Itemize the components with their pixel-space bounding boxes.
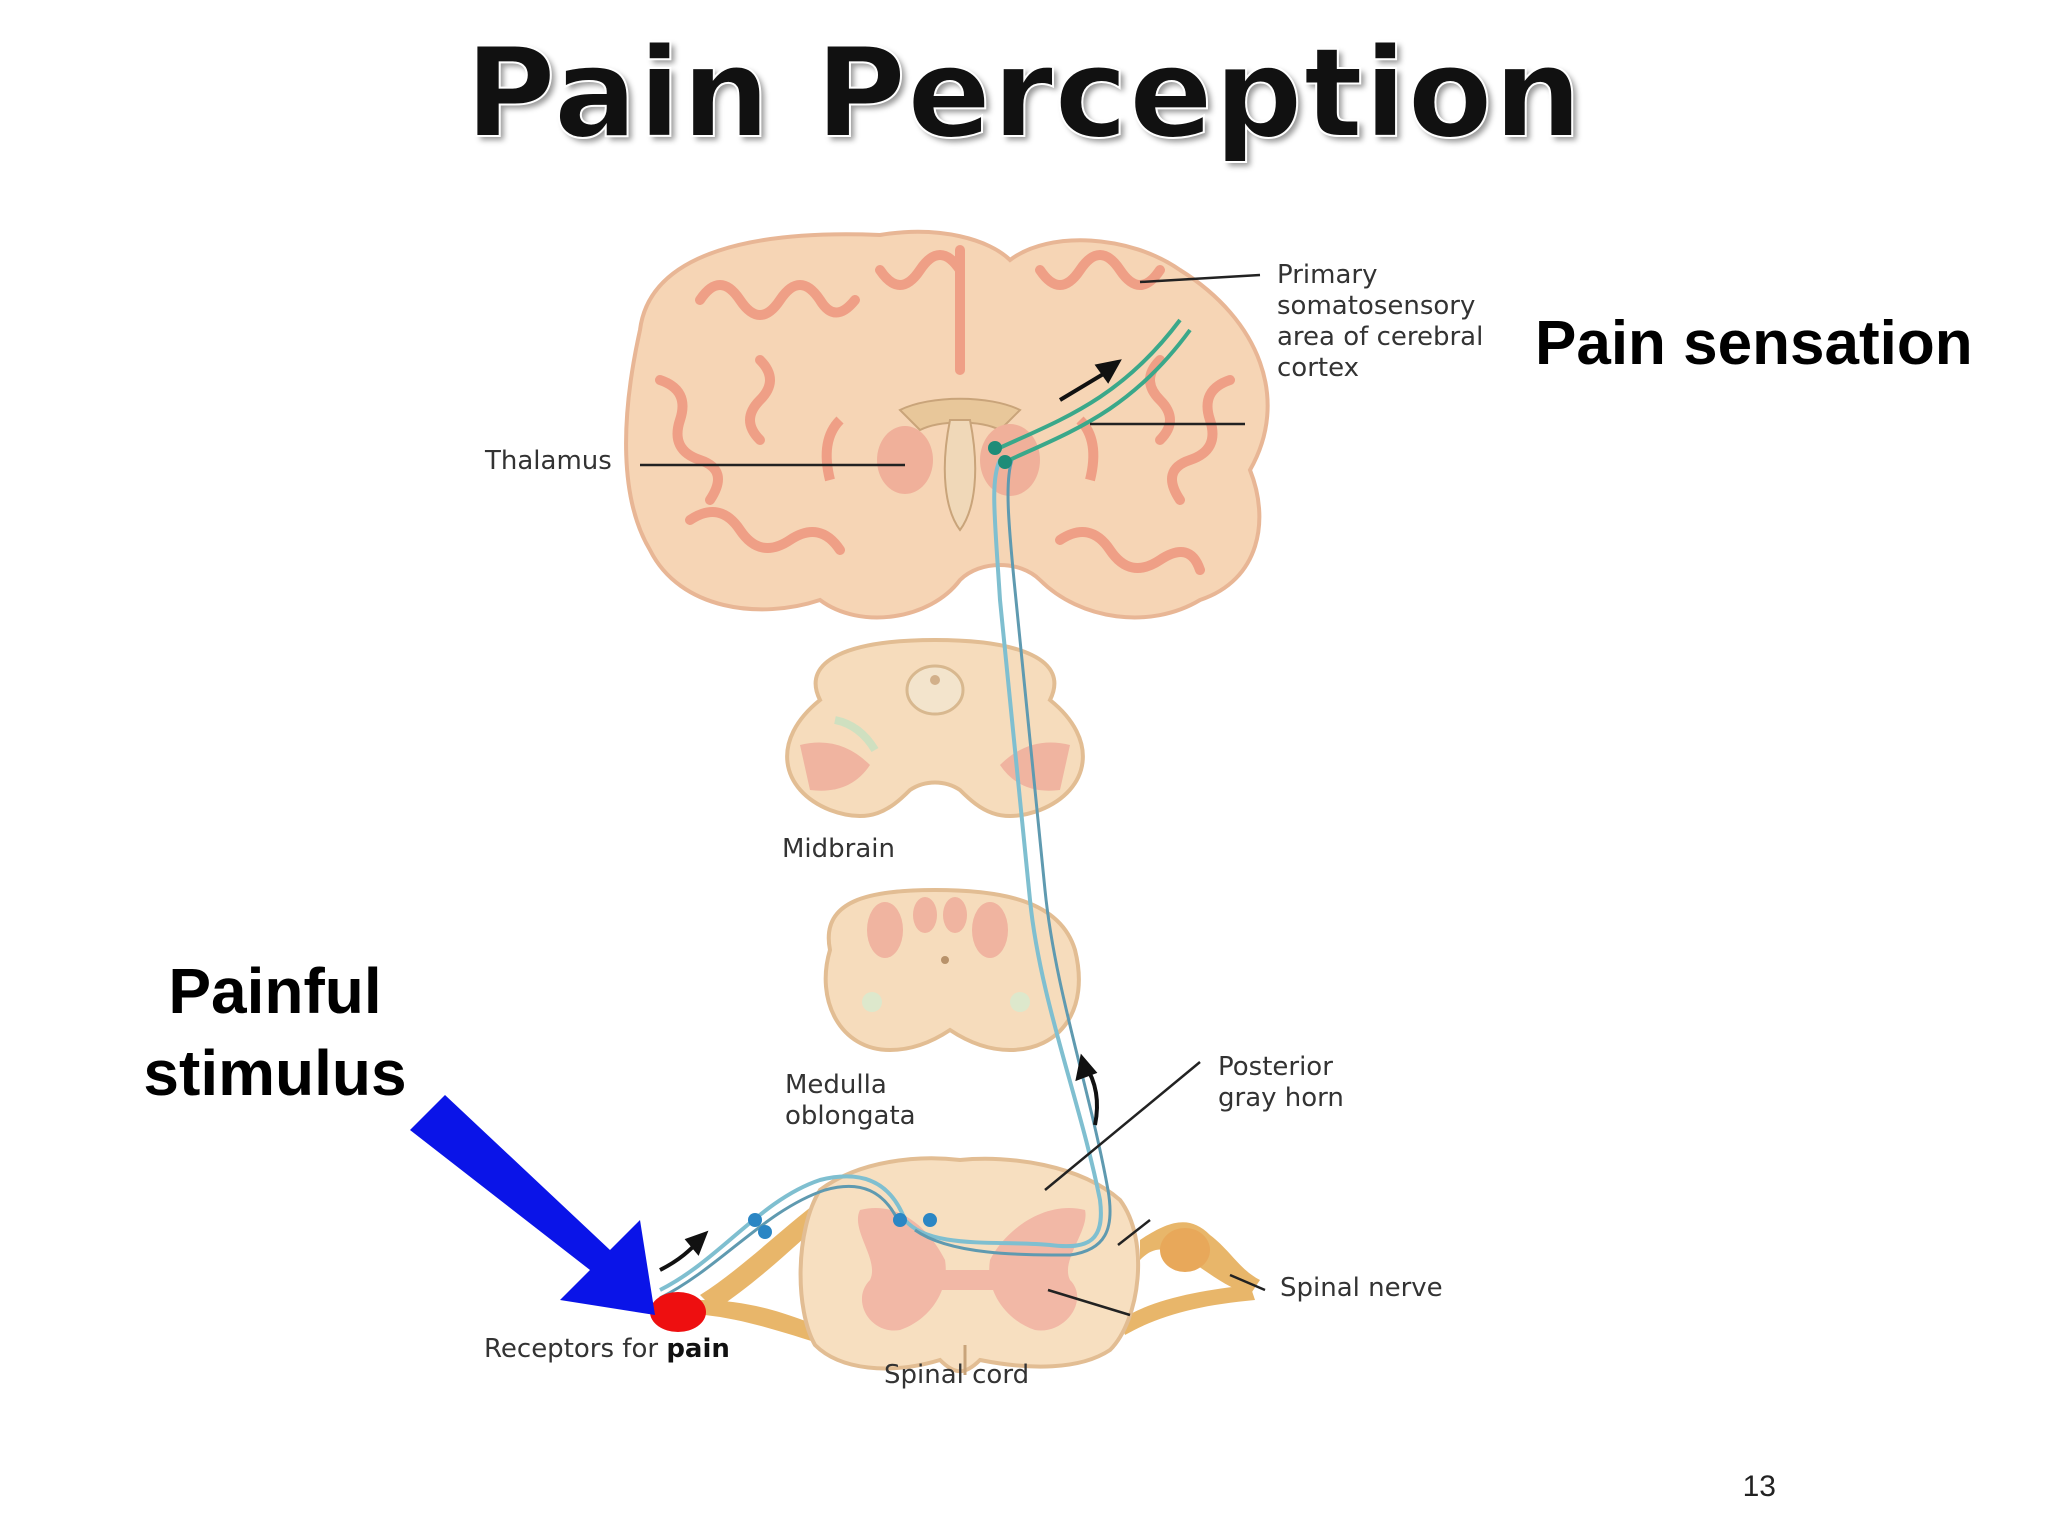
page-number: 13 [1742, 1470, 1776, 1503]
posterior-line2: gray horn [1218, 1083, 1344, 1113]
medulla-label: Medulla oblongata [785, 1070, 916, 1132]
receptors-bold: pain [666, 1334, 730, 1364]
medulla-line2: oblongata [785, 1101, 916, 1131]
primary-somatosensory-label: Primary somatosensory area of cerebral c… [1277, 260, 1483, 384]
medulla-section [823, 887, 1081, 1053]
midbrain-label: Midbrain [782, 834, 895, 864]
leader-lines [640, 273, 1266, 1317]
primary-line4: cortex [1277, 353, 1360, 383]
flow-arrows [659, 359, 1122, 1272]
receptors-prefix: Receptors for [484, 1334, 667, 1364]
spinal-cord-section [700, 1156, 1260, 1375]
slide-title: Pain Perception [464, 21, 1583, 167]
receptors-label: Receptors for pain [484, 1334, 730, 1365]
pain-sensation-label: Pain sensation [1535, 309, 1973, 378]
posterior-line1: Posterior [1218, 1052, 1333, 1082]
posterior-gray-horn-label: Posterior gray horn [1218, 1052, 1344, 1114]
spinal-cord-label: Spinal cord [884, 1360, 1030, 1390]
midbrain-section [785, 637, 1085, 819]
painful-stimulus-line1: Painful [168, 955, 382, 1027]
painful-stimulus-line2: stimulus [143, 1037, 407, 1109]
medulla-line1: Medulla [785, 1070, 887, 1100]
painful-stimulus-label: Painful stimulus [120, 950, 430, 1114]
spinal-nerve-label: Spinal nerve [1280, 1273, 1443, 1303]
primary-line1: Primary [1277, 260, 1378, 290]
pain-receptor-dot [650, 1292, 706, 1332]
pain-pathway-lines [659, 318, 1192, 1300]
stimulus-arrow [410, 1095, 655, 1315]
primary-line2: somatosensory [1277, 291, 1476, 321]
primary-line3: area of cerebral [1277, 322, 1484, 352]
thalamus-label: Thalamus [485, 446, 612, 476]
